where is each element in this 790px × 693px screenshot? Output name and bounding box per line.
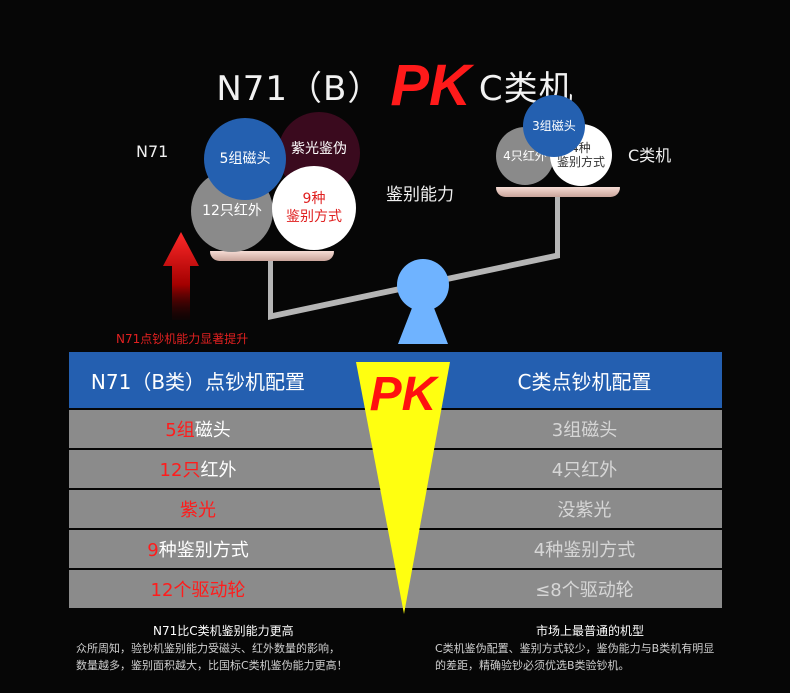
circle-3-magnet: 3组磁头 <box>523 95 585 157</box>
left-cell-highlight: 5组 <box>165 420 195 441</box>
right-cell: 4种鉴别方式 <box>533 540 636 561</box>
footer-right-heading: 市场上最普通的机型 <box>536 624 645 638</box>
center-label: 鉴别能力 <box>386 185 454 205</box>
circle-9-methods: 9种 鉴别方式 <box>272 166 356 250</box>
circle-4-methods-line2: 鉴别方式 <box>556 155 605 169</box>
left-cell-rest: 种鉴别方式 <box>158 540 249 561</box>
right-header: C类点钞机配置 <box>517 369 652 394</box>
footer-left-line1: 众所周知，验钞机鉴别能力受磁头、红外数量的影响， <box>76 642 340 655</box>
circle-uv-label: 紫光鉴伪 <box>291 141 347 157</box>
right-cell: 3组磁头 <box>551 420 618 441</box>
left-cell-highlight: 紫光 <box>180 500 216 521</box>
left-cell-rest: 磁头 <box>194 420 231 441</box>
right-plate <box>496 187 620 197</box>
up-arrow-icon <box>163 232 199 320</box>
pivot-head <box>397 259 449 311</box>
left-cell-highlight: 12只 <box>159 460 201 481</box>
boost-text: N71点钞机能力显著提升 <box>116 332 249 346</box>
left-cell: 12只红外 <box>69 456 327 482</box>
left-cell: 9种鉴别方式 <box>69 536 327 562</box>
right-pole <box>555 196 560 258</box>
circle-5-magnet-label: 5组磁头 <box>219 151 271 167</box>
left-plate <box>210 251 334 261</box>
pk-cone <box>356 362 450 614</box>
pk-cone-graphic: PK <box>356 362 450 614</box>
left-cell: 12个驱动轮 <box>69 576 327 602</box>
footer-right-text: C类机鉴伪配置、鉴别方式较少，鉴伪能力与B类机有明显 的差距，精确验钞必须优选B… <box>435 640 714 674</box>
title-left: N71（B） <box>216 69 383 109</box>
left-header: N71（B类）点钞机配置 <box>90 369 306 394</box>
left-pole <box>268 258 273 318</box>
footer-right-line2: 的差距，精确验钞必须优选B类验钞机。 <box>435 659 630 672</box>
right-cell: 没紫光 <box>557 500 612 521</box>
footer-right-line1: C类机鉴伪配置、鉴别方式较少，鉴伪能力与B类机有明显 <box>435 642 715 655</box>
circle-4-ir-label: 4只红外 <box>503 149 547 163</box>
title-pk: PK <box>390 53 471 118</box>
left-cell-highlight: 9 <box>147 540 159 561</box>
left-cell-rest: 红外 <box>200 460 237 481</box>
right-cell: 4只红外 <box>551 460 618 481</box>
footer-left-text: 众所周知，验钞机鉴别能力受磁头、红外数量的影响， 数量越多，鉴别面积越大，比国标… <box>76 640 348 674</box>
footer-left-heading: N71比C类机鉴别能力更高 <box>153 624 294 638</box>
circle-9-methods-line2: 鉴别方式 <box>286 209 342 225</box>
left-cell-highlight: 12个驱动轮 <box>150 580 246 601</box>
footer-left-line2: 数量越多，鉴别面积越大，比国标C类机鉴伪能力更高！ <box>76 659 348 672</box>
right-cell: ≤8个驱动轮 <box>535 580 634 601</box>
left-label: N71 <box>136 142 169 161</box>
pivot-base <box>398 308 448 344</box>
pk-cone-text: PK <box>370 368 440 421</box>
right-label: C类机 <box>628 146 672 165</box>
balance-scale-graphic <box>163 196 560 344</box>
left-cell: 紫光 <box>69 496 327 522</box>
circle-12-ir-label: 12只红外 <box>202 203 262 219</box>
table-row: 12个驱动轮 ≤8个驱动轮 <box>69 570 722 608</box>
circle-9-methods-line1: 9种 <box>302 191 326 207</box>
circle-5-magnet: 5组磁头 <box>204 118 286 200</box>
circle-3-magnet-label: 3组磁头 <box>532 119 576 133</box>
left-cell: 5组磁头 <box>69 416 327 442</box>
